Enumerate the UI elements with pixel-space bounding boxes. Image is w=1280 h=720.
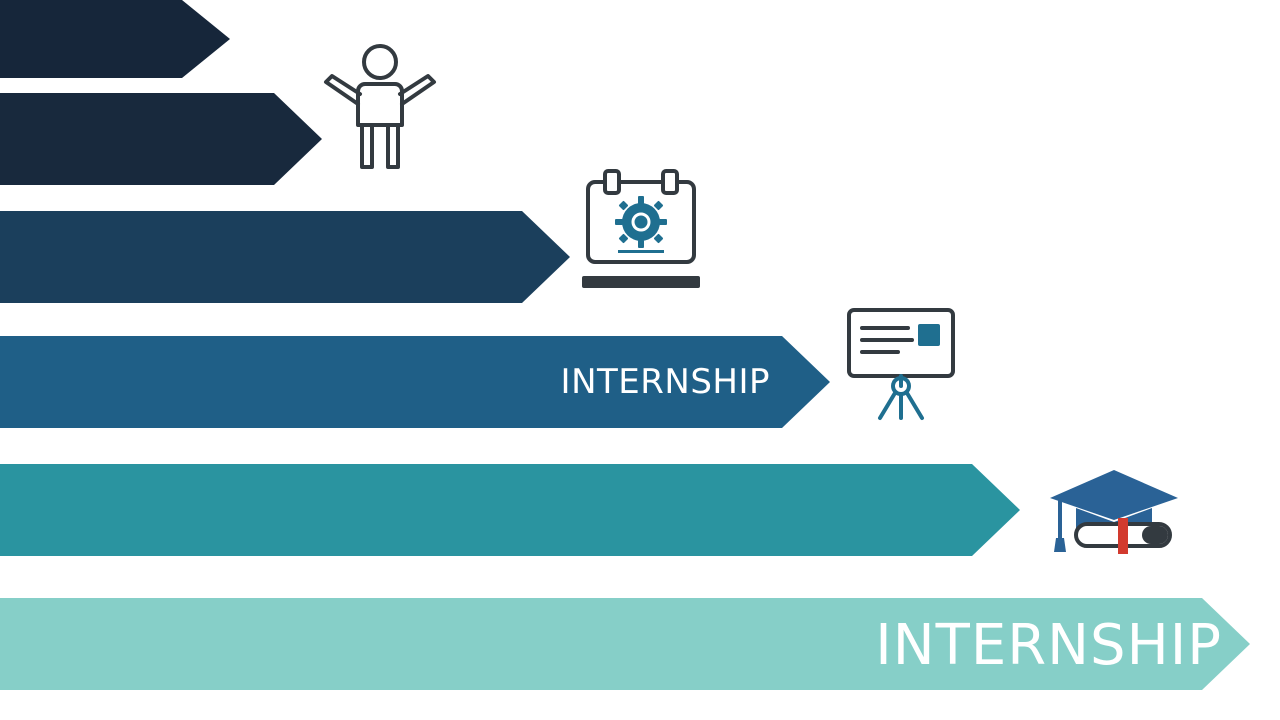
stage-6-label: INTERNSHIP — [875, 613, 1222, 678]
stage-arrow-5 — [0, 464, 1020, 556]
presentation-board-icon — [847, 308, 955, 420]
stage-arrow-4 — [0, 336, 830, 428]
graduation-cap-icon — [1050, 470, 1178, 554]
stage-arrow-6 — [0, 598, 1250, 690]
stage-4-label: INTERNSHIP — [560, 362, 770, 402]
stage-arrow-1 — [0, 0, 230, 78]
calendar-gear-icon — [582, 169, 700, 288]
stage-arrow-2 — [0, 93, 322, 185]
person-icon — [324, 44, 436, 169]
stage-arrow-3 — [0, 211, 570, 303]
